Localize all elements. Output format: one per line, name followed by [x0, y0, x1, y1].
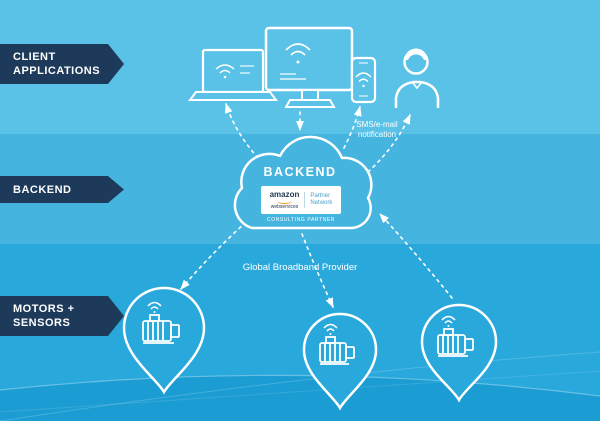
aws-consulting-partner-text: CONSULTING PARTNER — [266, 217, 336, 223]
client-devices — [188, 26, 440, 108]
map-pin-icon-right — [420, 303, 498, 403]
aws-partner-network-text: Partner Network — [310, 193, 333, 206]
arrow-cloud-to-person — [367, 113, 411, 173]
wifi-icon — [280, 43, 311, 80]
aws-webservices-text: webservices — [270, 203, 299, 210]
arrow-right-pin-to-cloud — [379, 213, 453, 299]
smartphone-icon — [350, 56, 377, 104]
cloud-backend-title: BACKEND — [263, 165, 337, 179]
global-broadband-provider-label: Global Broadband Provider — [242, 262, 358, 273]
motor-icon — [437, 315, 474, 357]
monitor-icon — [264, 26, 354, 108]
aws-logo-divider — [304, 192, 306, 208]
arrow-cloud-to-middle-pin — [301, 233, 334, 309]
aws-smile-icon — [276, 199, 292, 204]
banner-backend: BACKEND — [0, 176, 124, 203]
map-pin-icon-middle — [302, 312, 378, 411]
arrow-cloud-to-left-pin — [180, 221, 247, 290]
map-pin-icon-left — [122, 286, 206, 395]
motor-pins — [122, 286, 498, 411]
aws-logo-left: amazon webservices — [269, 189, 300, 210]
motor-icon — [319, 323, 355, 365]
arrow-cloud-to-laptop — [225, 102, 259, 159]
wifi-icon — [441, 315, 456, 327]
dashed-arrows — [180, 102, 453, 309]
person-icon — [394, 48, 440, 108]
laptop-icon — [188, 48, 278, 101]
sms-email-notification-label: SMS/e-mail notification — [356, 120, 398, 139]
wifi-icon — [147, 301, 162, 313]
banner-client-applications: CLIENT APPLICATIONS — [0, 44, 124, 84]
arrow-cloud-to-phone — [343, 105, 362, 149]
wifi-icon — [355, 72, 372, 88]
motor-icon — [142, 301, 180, 344]
wifi-icon — [215, 64, 254, 79]
banner-motors-sensors: MOTORS + SENSORS — [0, 296, 124, 336]
horizon-arc — [0, 351, 600, 421]
cloud-icon — [233, 135, 373, 230]
wifi-icon — [323, 323, 338, 335]
aws-amazon-text: amazon — [269, 189, 300, 199]
aws-partner-logo: amazon webservices Partner Network — [261, 186, 341, 214]
